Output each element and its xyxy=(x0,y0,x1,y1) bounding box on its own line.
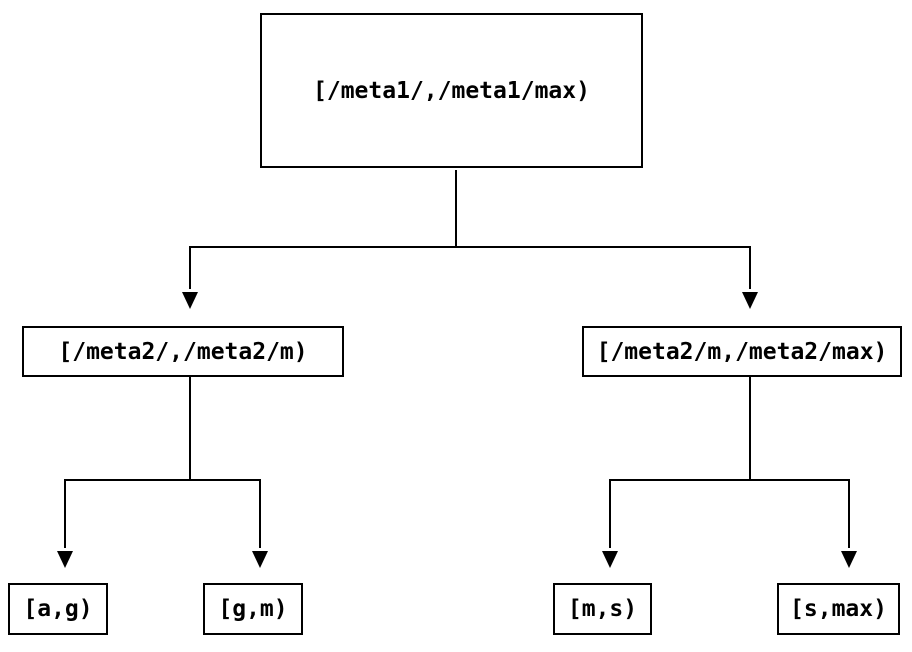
tree-node-left-child-label: [/meta2/,/meta2/m) xyxy=(58,338,308,365)
arrowhead-down-leaf-smax xyxy=(841,551,857,568)
edge-left-child-to-leaves xyxy=(57,377,268,568)
tree-node-leaf-ag-label: [a,g) xyxy=(23,596,93,622)
tree-node-leaf-ms-label: [m,s) xyxy=(567,596,638,622)
arrowhead-down-leaf-ag xyxy=(57,551,73,568)
edge-root-to-children xyxy=(182,170,758,309)
tree-node-leaf-smax-label: [s,max) xyxy=(790,596,887,622)
arrowhead-down-leaf-ms xyxy=(602,551,618,568)
tree-node-right-child-label: [/meta2/m,/meta2/max) xyxy=(596,338,888,365)
tree-node-leaf-smax: [s,max) xyxy=(777,583,900,635)
tree-node-leaf-gm-label: [g,m) xyxy=(218,596,288,622)
tree-node-left-child: [/meta2/,/meta2/m) xyxy=(22,326,344,377)
tree-node-root-label: [/meta1/,/meta1/max) xyxy=(313,77,590,104)
edge-right-child-to-leaves xyxy=(602,377,857,568)
tree-node-leaf-ag: [a,g) xyxy=(8,583,108,635)
tree-node-leaf-gm: [g,m) xyxy=(203,583,303,635)
arrowhead-down-leaf-gm xyxy=(252,551,268,568)
arrowhead-down-right-child xyxy=(742,292,758,309)
tree-node-right-child: [/meta2/m,/meta2/max) xyxy=(582,326,902,377)
tree-node-leaf-ms: [m,s) xyxy=(553,583,652,635)
tree-node-root: [/meta1/,/meta1/max) xyxy=(260,13,643,168)
arrowhead-down-left-child xyxy=(182,292,198,309)
